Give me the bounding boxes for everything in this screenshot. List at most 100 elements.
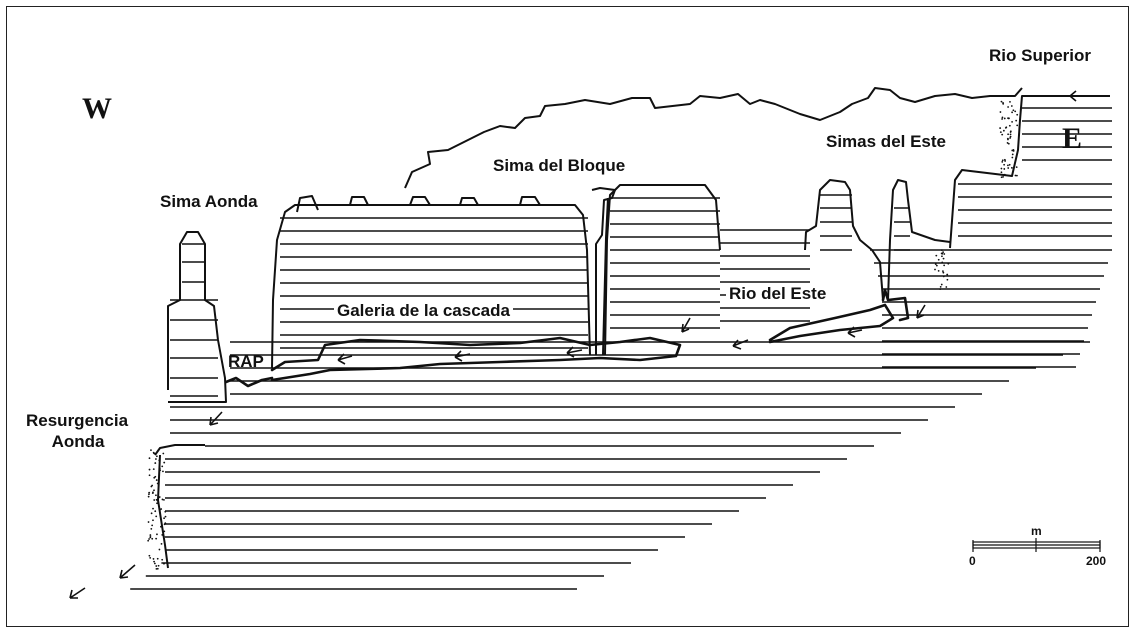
scree-dot [149,535,152,538]
scree-dot [154,462,157,464]
scree-dot [164,515,167,518]
scale-max-label: 200 [1086,554,1107,568]
scree-dot [163,498,165,501]
scree-dot [934,263,937,265]
scree-dot [147,539,150,542]
scree-dot [1003,117,1006,120]
scree-dot [1003,163,1006,166]
scree-dot [151,524,154,527]
scree-dot [147,521,150,523]
scree-dot [1014,174,1017,177]
central-block-top-knobs [296,195,541,213]
scree-dot [157,564,160,567]
flow-arrow [119,564,136,579]
label-rio-superior: Rio Superior [989,46,1092,65]
scree-dot [1003,173,1006,176]
scree-dot [150,449,152,452]
flow-arrow [209,411,223,426]
label-resurgencia: Resurgencia Aonda [26,410,128,452]
scree-dot [1003,158,1006,161]
scree-dot [1002,102,1004,104]
label-rap: RAP [228,352,264,371]
scree-dot [163,562,165,565]
scree-dot [1007,106,1010,108]
scree-dot [153,499,156,501]
scree-dot [1002,129,1005,132]
scree-dot [151,537,154,540]
rap-passage [224,376,274,388]
label-galeria-cascada: Galeria de la cascada [334,301,513,321]
scree-dot [942,271,945,274]
scree-dot [1007,133,1010,136]
scree-dot [155,565,158,567]
scree-dot [999,111,1002,113]
scree-dot [152,468,155,471]
scree-dot [1009,100,1011,103]
sima-aonda-tower-outline [167,231,227,403]
scree-dot [1011,156,1014,159]
scale-unit-label: m [1031,524,1042,538]
scree-dot [158,467,161,470]
scree-dot [945,286,948,288]
scree-dot [156,502,158,505]
scree-dot [934,268,936,271]
scree-dot [1010,166,1013,169]
scree-dot [156,533,158,536]
flow-arrows [69,90,1085,599]
scree-dot [163,530,166,533]
east-shaft-connection [881,288,910,322]
scree-dot [153,489,155,492]
scree-dot [148,491,151,494]
scree-dot [943,264,946,267]
scree-dot [161,558,164,561]
label-east: E [1062,122,1083,155]
scree-dot [1012,149,1015,151]
scree-dot [155,515,158,518]
scree-dot [937,258,940,261]
scree-dot [1006,142,1009,144]
scree-dot [162,470,164,473]
scree-dot [154,510,157,513]
figure-frame [6,6,1129,627]
label-resurgencia-line2: Aonda [51,432,105,451]
scree-dot [1009,135,1012,138]
scree-dot [155,458,157,460]
lower-cliff-outline [154,444,205,569]
scree-dot [1001,116,1004,119]
scree-dot [941,261,944,264]
cave-passages [224,288,910,388]
scree-dot [147,495,150,498]
scree-dot [942,257,945,260]
scree-dot [148,468,151,471]
flow-arrow [1069,90,1085,102]
flow-arrow [681,317,691,333]
scree-dot [150,512,153,515]
scree-dot [1015,119,1018,122]
scree-dot [1007,117,1010,120]
scale-min-label: 0 [969,554,976,568]
scree-dot [150,485,153,488]
scree-dot [1008,124,1011,127]
scree-dot [940,283,943,286]
scree-dot [162,535,165,538]
scree-dot [153,560,155,563]
surface-outline [154,87,1110,569]
scree-dot [164,522,167,525]
label-west: W [82,92,112,125]
scree-dot [152,519,154,522]
scree-dot [156,557,159,560]
scree-dot [152,558,155,560]
east-cliff-outline [949,95,1110,249]
scree-dot [1015,166,1018,169]
scree-dot [999,127,1002,129]
flow-arrow [454,350,471,362]
scree-dot [156,482,159,485]
scree-dot [939,285,942,288]
dotted-deposits [147,100,1019,570]
scree-dot [941,255,943,258]
scree-dot [1009,137,1011,139]
scree-dot [940,249,943,252]
scree-dot [148,493,150,496]
scree-dot [163,517,165,520]
